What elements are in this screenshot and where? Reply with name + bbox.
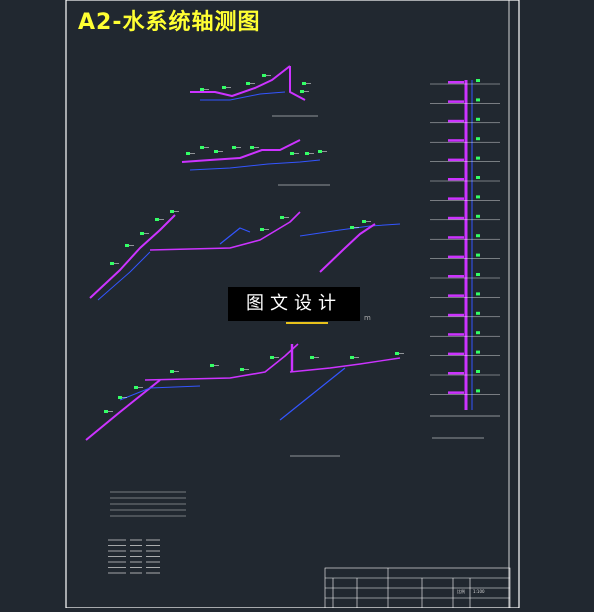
riser-branch-stub (448, 216, 464, 220)
diagram-4-tag (170, 370, 174, 373)
diagram-4-tag (104, 410, 108, 413)
diagram-2-tag (290, 152, 294, 155)
pipe-diagram-2-branch (189, 159, 321, 171)
title-block-scale-label: 比例 (457, 589, 465, 594)
diagram-3-tag (170, 210, 174, 213)
diagram-1-tag (222, 86, 226, 89)
watermark-suffix: m (364, 314, 371, 322)
riser-tag (476, 117, 480, 121)
diagram-3-tag (260, 228, 264, 231)
pipe-diagram-3-right-main (319, 223, 376, 273)
riser-branch-stub (448, 197, 464, 200)
riser-branch-stub (448, 391, 464, 394)
pipe-diagram-1-riser (289, 66, 306, 101)
riser-tag (476, 331, 480, 335)
riser-tag (476, 137, 480, 141)
diagram-1-tag (300, 90, 304, 93)
riser-tag (476, 292, 480, 296)
riser-tag (476, 273, 480, 276)
diagram-4-tag (270, 356, 274, 359)
pipe-diagram-4-lower-branch (279, 367, 346, 421)
pipe-network (85, 65, 404, 457)
diagram-3-tag (155, 218, 159, 221)
pipe-diagram-4-left (85, 379, 161, 441)
riser-branch-stub (448, 100, 464, 103)
pipe-diagram-4-branch (119, 385, 201, 401)
pipe-diagram-3-left (89, 214, 176, 299)
diagram-2-tag (305, 152, 309, 155)
pipe-diagram-1 (190, 65, 291, 97)
watermark-text: 图文设计 (246, 293, 342, 314)
pipe-diagram-2 (181, 139, 301, 163)
pipe-diagram-3-mid (149, 211, 301, 251)
riser-tag (476, 214, 480, 218)
pipe-diagram-3-right (299, 223, 401, 237)
riser-branch-stub (448, 313, 464, 317)
diagram-4-tag (240, 368, 244, 371)
diagram-2-tag (186, 152, 190, 155)
riser-branch-stub (448, 236, 464, 239)
diagram-1-tag (302, 82, 306, 85)
title-block-scale-value: 1:100 (473, 589, 485, 594)
diagram-2-tag (214, 150, 218, 153)
riser-tag (476, 156, 480, 160)
riser-tag (476, 350, 480, 354)
diagram-2-tag (318, 150, 322, 153)
diagram-1-tag (246, 82, 250, 85)
design-notes (108, 491, 186, 574)
diagram-3-tag (280, 216, 284, 219)
diagram-2-tag (232, 146, 236, 149)
riser-branch-stub (448, 352, 464, 356)
diagram-4-tag (350, 356, 354, 359)
riser-branch-stub (448, 372, 464, 375)
riser-diagram (430, 79, 500, 439)
riser-branch-stub (448, 119, 464, 123)
riser-tag (476, 176, 480, 179)
diagram-3-tag (362, 220, 366, 223)
watermark-banner: 图文设计 (228, 287, 360, 321)
diagram-4-tag (118, 396, 122, 399)
diagram-1-tag (200, 88, 204, 91)
riser-branch-stub (448, 333, 464, 336)
riser-tag (476, 253, 480, 257)
riser-tag (476, 389, 480, 393)
diagram-3-tag (140, 232, 144, 235)
diagram-3-tag (125, 244, 129, 247)
riser-tag (476, 79, 480, 82)
pipe-diagram-4-right (289, 357, 401, 373)
riser-tag (476, 311, 480, 315)
riser-tag (476, 98, 480, 102)
riser-branch-stub (448, 158, 464, 162)
riser-branch-stub (448, 81, 464, 84)
riser-branch-stub (448, 275, 464, 278)
diagram-2-tag (250, 146, 254, 149)
watermark-underline (286, 322, 328, 324)
pipe-diagram-3-left-branch (97, 251, 151, 301)
diagram-4-tag (310, 356, 314, 359)
title-block (324, 567, 511, 609)
pipe-diagram-4-mid (144, 343, 299, 381)
diagram-1-tag (262, 74, 266, 77)
riser-tag (476, 195, 480, 199)
riser-branch-stub (448, 294, 464, 297)
riser-branch-stub (448, 178, 464, 181)
diagram-4-tag (395, 352, 399, 355)
riser-branch-stub (448, 255, 464, 259)
pipe-diagram-1-branch (200, 91, 286, 101)
diagram-4-tag (210, 364, 214, 367)
riser-branch-stub (448, 139, 464, 142)
riser-tag (476, 234, 480, 238)
diagram-4-tag (134, 386, 138, 389)
drawing-title: A2-水系统轴测图 (78, 10, 261, 35)
diagram-3-tag (110, 262, 114, 265)
pipe-diagram-3-mid-branch (219, 227, 251, 245)
diagram-3-tag (350, 226, 354, 229)
diagram-2-tag (200, 146, 204, 149)
riser-tag (476, 370, 480, 373)
